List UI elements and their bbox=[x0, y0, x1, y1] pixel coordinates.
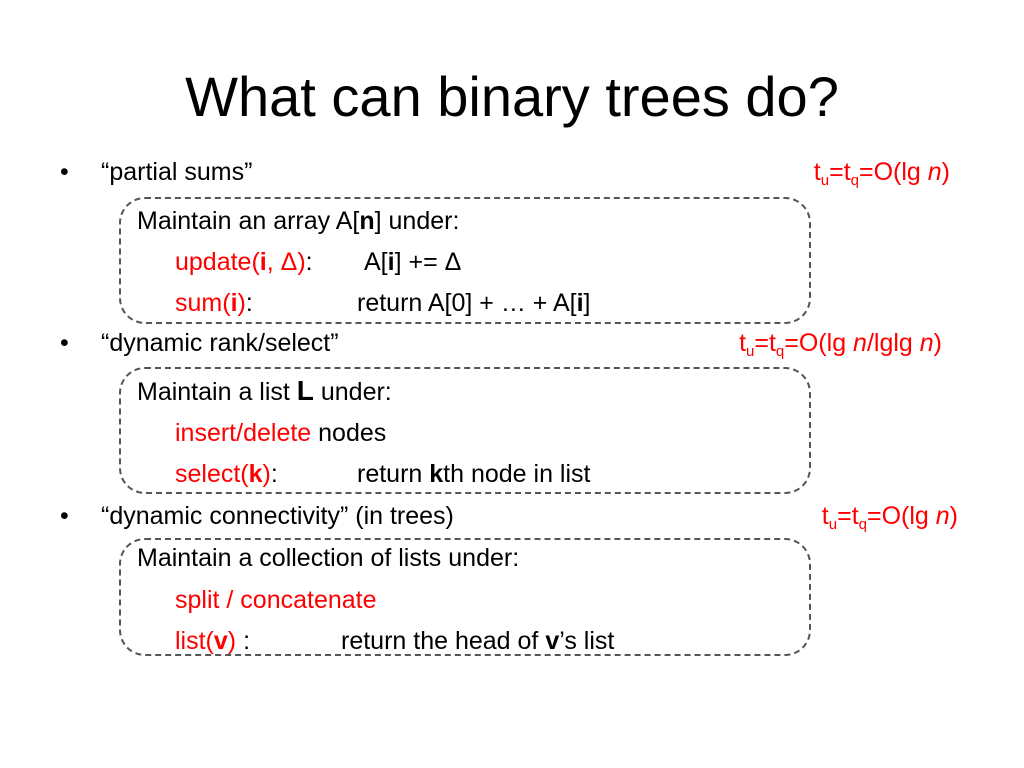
section-2-op-insert-delete: insert/delete nodes bbox=[175, 419, 387, 447]
section-1-intro: Maintain an array A[n] under: bbox=[137, 207, 460, 235]
section-3-heading: “dynamic connectivity” (in trees) bbox=[101, 502, 454, 530]
slide-title: What can binary trees do? bbox=[185, 65, 839, 128]
section-3-intro: Maintain a collection of lists under: bbox=[137, 544, 520, 572]
section-1-complexity: tu=tq=O(lg n) bbox=[813, 158, 950, 189]
section-1-box bbox=[119, 197, 811, 324]
section-3-box bbox=[119, 538, 811, 656]
section-1-op-update-desc: A[i] += Δ bbox=[364, 248, 462, 276]
bullet-2: • bbox=[60, 329, 69, 357]
bullet-3: • bbox=[60, 502, 69, 530]
section-1-heading: “partial sums” bbox=[101, 158, 253, 186]
bullet-1: • bbox=[60, 158, 69, 186]
section-2-heading: “dynamic rank/select” bbox=[101, 329, 339, 357]
section-2-op-select: select(k): bbox=[175, 460, 278, 488]
section-2-complexity: tu=tq=O(lg n/lglg n) bbox=[739, 329, 942, 360]
section-2-op-select-desc: return kth node in list bbox=[357, 460, 591, 488]
section-2-box bbox=[119, 367, 811, 494]
section-3-op-split-concatenate: split / concatenate bbox=[175, 586, 377, 614]
section-2-intro: Maintain a list L under: bbox=[137, 375, 392, 406]
section-1-op-sum: sum(i): bbox=[175, 289, 253, 317]
section-1-op-update: update(i, Δ): bbox=[175, 248, 313, 276]
section-3-complexity: tu=tq=O(lg n) bbox=[821, 502, 958, 533]
section-3-op-list-desc: return the head of v’s list bbox=[341, 627, 615, 655]
section-1-op-sum-desc: return A[0] + … + A[i] bbox=[357, 289, 591, 317]
section-3-op-list: list(v) : bbox=[175, 627, 251, 655]
